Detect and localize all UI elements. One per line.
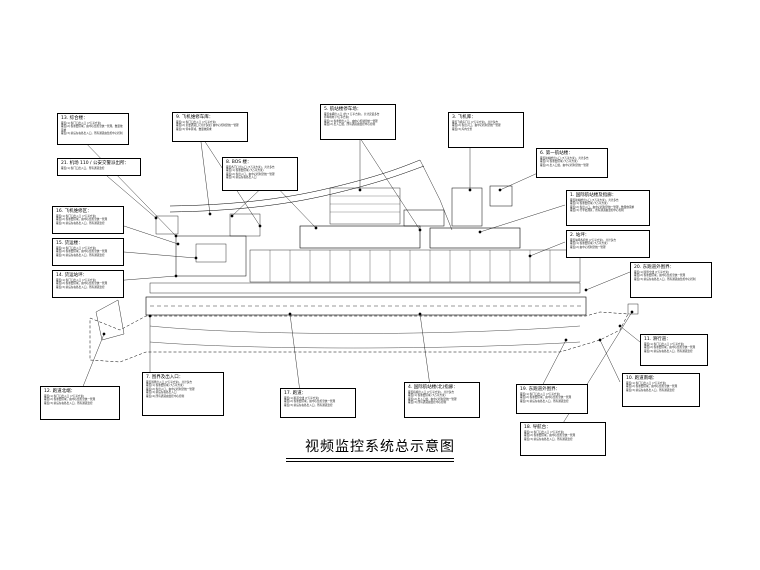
callout-3: 3. 飞机库： 覆盖飞机库门口 (7万平方米)，共计多台 覆盖(2) 各出入口，… [448,112,524,148]
callout-5: 5. 航站楼停车场： 覆盖车辆出入口 (约 7 万平方米)，共计安装多台 停车场… [320,104,396,140]
drawing-title: 视频监控系统总示意图 [305,439,455,455]
callout-10-title: 10. 跑道南端： [626,376,658,381]
callout-14: 14. 货运站坪： 覆盖(1) 各门口出入口 (7万平方米) 覆盖(2) 各重要… [52,270,124,298]
title-underline-thin [286,461,454,462]
callout-1: 1. 国际航站楼及指廊： 覆盖航站楼出入口 (7万平方米)，共计多台 覆盖(1)… [566,190,650,226]
callout-16-title: 16. 飞机维修区： [56,209,92,214]
callout-8-title: 8. BOS 楼： [226,160,252,165]
callout-6-title: 6. 第一航站楼： [540,151,573,156]
access-road [169,159,421,207]
taxiway [149,282,581,294]
callout-1-body: 覆盖航站楼出入口 (7万平方米)，共计多台 覆盖(1) 各重要区域 (7万平方米… [570,199,635,213]
runway [145,296,587,316]
callout-3-title: 3. 飞机库： [452,115,476,120]
callout-6: 6. 第一航站楼： 覆盖航站楼出入口 (7万平方米)，共计多台 覆盖(1) 各重… [536,148,608,178]
callout-9-title: 9. 飞机维修车库： [176,115,214,120]
terminal-building [299,225,421,249]
callout-4-title: 4. 国际航站楼(北)指廊： [408,385,458,390]
callout-16: 16. 飞机维修区： 覆盖(1) 各门口出入口 (7万平方米) 覆盖(2) 各重… [52,206,124,234]
callout-15: 15. 货运楼： 覆盖(1) 各门口出入口 (7万平方米) 覆盖(2) 各重要区… [52,238,124,266]
callout-10: 10. 跑道南端： 覆盖(1) 各门口出入口 (7万平方米) 覆盖(2) 各重要… [622,373,700,407]
callout-17: 17. 跑道： 覆盖(1) 跑道全线 (7万平方米) 覆盖(2) 各重要区域，由… [280,388,356,418]
callout-15-title: 15. 货运楼： [56,241,83,246]
callout-2-body: 覆盖站坪各机位 (7万平方米)，共计多台 覆盖(1) 各重要区域 (7万平方米)… [570,239,616,249]
callout-13-title: 13. 综合楼： [61,116,88,121]
callout-19-body: 覆盖(1) 各门口出入口 (7万平方米) 覆盖(2) 各重要区域，由中心监控室统… [520,393,572,403]
callout-8-body: 覆盖各门口出入口 (7万平方米)，共计多台 覆盖(1) 各重要区域 (7万平方米… [226,166,275,180]
callout-10-body: 覆盖(1) 各门口出入口 (7万平方米) 覆盖(2) 各重要区域，由中心监控室统… [626,382,678,392]
callout-4-body: 覆盖指廊出入口 (7万平方米)，共计多台 覆盖(1) 各重要区域 (7万平方米)… [408,391,457,405]
callout-19-title: 19. 东跑道外围界： [520,387,561,392]
callout-14-title: 14. 货运站坪： [56,273,88,278]
callout-4: 4. 国际航站楼(北)指廊： 覆盖指廊出入口 (7万平方米)，共计多台 覆盖(1… [404,382,480,418]
title-underline [286,458,454,459]
callout-11-title: 11. 滑行道： [644,337,671,342]
callout-21-title: 21. 机场 110 / 公安交警派出所： [61,161,129,166]
callout-20-body: 覆盖(1) 围界全线 (7万平方米) 覆盖(2) 各重要区域，由中心监控室统一管… [634,271,696,281]
perimeter-fence [89,311,629,363]
parking-lot [329,187,401,225]
cargo-area [175,235,247,277]
callout-9-body: 覆盖(1) 各门口出入口 (7万平方米) 覆盖(2) 主要通道口 (共计多处) … [176,121,239,131]
callout-9: 9. 飞机维修车库： 覆盖(1) 各门口出入口 (7万平方米) 覆盖(2) 主要… [172,112,248,142]
callout-12-title: 12. 跑道北端： [44,389,76,394]
callout-11-body: 覆盖(1) 各门口出入口 (7万平方米) 覆盖(2) 各重要区域，由中心监控室统… [644,343,696,353]
callout-21-body: 覆盖(1) 各门口出入口，所有通道监控 [61,167,105,170]
callout-21: 21. 机场 110 / 公安交警派出所： 覆盖(1) 各门口出入口，所有通道监… [57,158,141,176]
callout-2-title: 2. 站坪： [570,233,590,238]
callout-17-title: 17. 跑道： [284,391,307,396]
callout-3-body: 覆盖飞机库门口 (7万平方米)，共计多台 覆盖(2) 各出入口，由中心控制室统一… [452,121,501,131]
hangar [451,187,483,227]
callout-1-title: 1. 国际航站楼及指廊： [570,193,617,198]
callout-14-body: 覆盖(1) 各门口出入口 (7万平方米) 覆盖(2) 各重要区域，由中心监控室统… [56,279,108,289]
callout-8: 8. BOS 楼： 覆盖各门口出入口 (7万平方米)，共计多台 覆盖(1) 各重… [222,157,298,191]
callout-7-body: 覆盖围界出入口 (7万平方米)，共计多台 覆盖(1) 各重要区域 (7万平方米)… [146,381,195,398]
callout-17-body: 覆盖(1) 跑道全线 (7万平方米) 覆盖(2) 各重要区域，由中心监控室统一管… [284,397,336,407]
callout-18-title: 18. 导航台： [524,425,551,430]
callout-13: 13. 综合楼： 覆盖(1) 各门口出入口 (7万平方米) 覆盖(2) 各重要区… [57,113,129,145]
callout-20: 20. 东跑道外围界： 覆盖(1) 围界全线 (7万平方米) 覆盖(2) 各重要… [630,262,712,298]
callout-2: 2. 站坪： 覆盖站坪各机位 (7万平方米)，共计多台 覆盖(1) 各重要区域 … [566,230,650,258]
nav-station [627,303,639,315]
callout-15-body: 覆盖(1) 各门口出入口 (7万平方米) 覆盖(2) 各重要区域，由中心监控室统… [56,247,108,257]
international-terminal [429,227,521,249]
callout-11: 11. 滑行道： 覆盖(1) 各门口出入口 (7万平方米) 覆盖(2) 各重要区… [640,334,708,366]
callout-12-body: 覆盖(1) 各门口出入口 (7万平方米) 覆盖(2) 各重要区域，由中心监控室统… [44,395,96,405]
apron [249,249,581,283]
callout-5-body: 覆盖车辆出入口 (约 7 万平方米)，共计安装多台 停车场内 (7万平方米) 覆… [324,113,380,127]
callout-6-body: 覆盖航站楼出入口 (7万平方米)，共计多台 覆盖(1) 各重要区域 (7万平方米… [540,157,589,167]
callout-5-title: 5. 航站楼停车场： [324,107,362,112]
callout-18-body: 覆盖(1) 各门口出入口 (7万平方米) 覆盖(2) 各重要区域，由中心监控室统… [524,431,576,441]
callout-7: 7. 围界及出入口： 覆盖围界出入口 (7万平方米)，共计多台 覆盖(1) 各重… [142,372,224,416]
callout-7-title: 7. 围界及出入口： [146,375,184,380]
callout-12: 12. 跑道北端： 覆盖(1) 各门口出入口 (7万平方米) 覆盖(2) 各重要… [40,386,120,420]
callout-19: 19. 东跑道外围界： 覆盖(1) 各门口出入口 (7万平方米) 覆盖(2) 各… [516,384,588,414]
callout-18: 18. 导航台： 覆盖(1) 各门口出入口 (7万平方米) 覆盖(2) 各重要区… [520,422,606,456]
callout-20-title: 20. 东跑道外围界： [634,265,675,270]
callout-16-body: 覆盖(1) 各门口出入口 (7万平方米) 覆盖(2) 各重要区域，由中心监控室统… [56,215,108,225]
callout-13-body: 覆盖(1) 各门口出入口 (7万平方米) 覆盖(2) 各重要区域，由中心监控室统… [61,122,123,136]
